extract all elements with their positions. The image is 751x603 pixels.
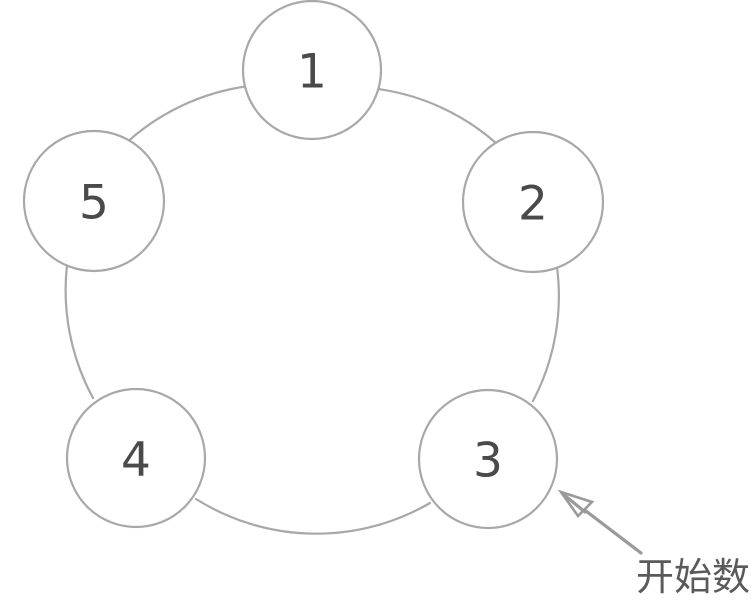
node-4[interactable]: 4 [65,387,207,529]
edge-2-3-arc [531,265,560,403]
node-group: 1 2 3 4 5 [22,0,605,530]
pointer-arrow-shaft [580,506,643,555]
node-4-circle[interactable] [65,387,207,529]
node-3-circle[interactable] [417,388,559,530]
edge-3-4-arc [194,497,432,535]
node-1[interactable]: 1 [241,0,383,141]
node-5[interactable]: 5 [22,129,166,273]
start-annotation-label: 开始数 [636,555,750,599]
node-3-label: 3 [473,434,503,489]
node-5-label: 5 [79,176,109,231]
node-2[interactable]: 2 [461,130,605,274]
edge-5-1-arc [123,84,251,146]
edge-group [64,84,560,535]
start-pointer-annotation: 开始数 [557,489,750,599]
node-5-circle[interactable] [22,129,166,273]
node-2-circle[interactable] [461,130,605,274]
node-2-label: 2 [518,177,548,232]
edge-4-5-arc [64,263,95,400]
pointer-arrow-head-spine [561,492,587,514]
node-1-label: 1 [297,45,327,100]
node-1-circle[interactable] [241,0,383,141]
node-4-label: 4 [121,433,151,488]
node-3[interactable]: 3 [417,388,559,530]
edge-1-2-arc [376,87,498,145]
